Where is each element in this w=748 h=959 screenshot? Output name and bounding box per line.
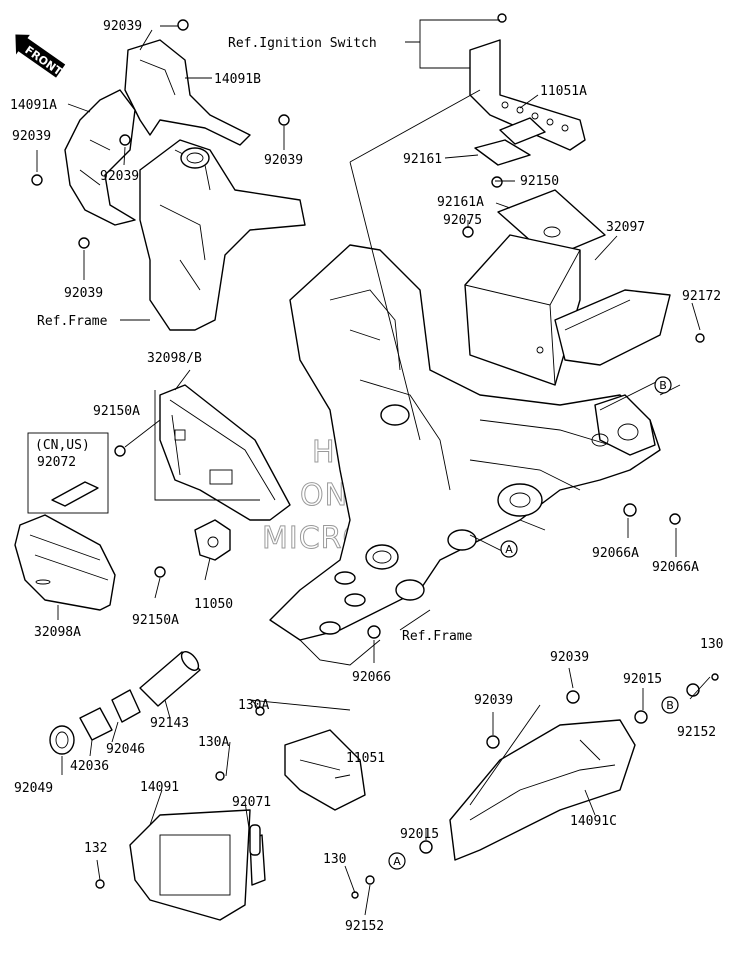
cn-us-box xyxy=(27,432,109,514)
label-14091C: 14091C xyxy=(570,814,617,829)
label-92039-top: 92039 xyxy=(103,19,142,34)
label-92143: 92143 xyxy=(150,716,189,731)
callout-A-2: A xyxy=(388,852,406,870)
callout-A-1: A xyxy=(500,540,518,558)
callout-B-2: B xyxy=(661,696,679,714)
label-92015-bottom: 92015 xyxy=(400,827,439,842)
svg-text:A: A xyxy=(393,855,401,868)
label-14091: 14091 xyxy=(140,780,179,795)
label-130-bottom: 130 xyxy=(323,852,346,867)
svg-text:A: A xyxy=(505,543,513,556)
label-92072: 92072 xyxy=(37,455,76,470)
label-92039-mid: 92039 xyxy=(100,169,139,184)
label-14091A: 14091A xyxy=(10,98,57,113)
seal-92049 xyxy=(49,725,75,755)
label-92172: 92172 xyxy=(682,289,721,304)
label-92039-left: 92039 xyxy=(12,129,51,144)
part-11050 xyxy=(194,519,231,561)
callout-B-1: B xyxy=(654,376,672,394)
label-92049: 92049 xyxy=(14,781,53,796)
label-11050: 11050 xyxy=(194,597,233,612)
leader-lines xyxy=(36,19,711,916)
cover-14091A xyxy=(64,89,136,226)
label-92039-r1: 92039 xyxy=(550,650,589,665)
label-cn-us: (CN,US) xyxy=(35,438,90,453)
label-130A-left: 130A xyxy=(198,735,229,750)
label-42036: 42036 xyxy=(70,759,109,774)
pipe-92143 xyxy=(139,651,201,707)
cover-14091 xyxy=(129,809,251,921)
label-92066: 92066 xyxy=(352,670,391,685)
label-92066A-left: 92066A xyxy=(592,546,639,561)
label-32098A: 32098A xyxy=(34,625,81,640)
label-14091B: 14091B xyxy=(214,72,261,87)
ref-ignition-switch: Ref.Ignition Switch xyxy=(228,36,377,51)
label-132: 132 xyxy=(84,841,107,856)
label-32097: 32097 xyxy=(606,220,645,235)
bracket-11051 xyxy=(284,729,366,811)
label-11051A: 11051A xyxy=(540,84,587,99)
pad-92161 xyxy=(474,139,531,166)
spacer-42036 xyxy=(79,707,113,741)
svg-text:B: B xyxy=(659,379,667,392)
label-92046: 92046 xyxy=(106,742,145,757)
label-92039-bottom: 92039 xyxy=(64,286,103,301)
label-92150: 92150 xyxy=(520,174,559,189)
label-92150A-bottom: 92150A xyxy=(132,613,179,628)
battery-box-32097 xyxy=(464,234,671,386)
label-32098B: 32098/B xyxy=(147,351,202,366)
bracket-11051A xyxy=(469,39,586,151)
label-92161A: 92161A xyxy=(437,195,484,210)
bushing-92046 xyxy=(111,689,141,723)
label-92152-bottom: 92152 xyxy=(345,919,384,934)
label-92015-top: 92015 xyxy=(623,672,662,687)
label-130-right: 130 xyxy=(700,637,723,652)
label-11051: 11051 xyxy=(346,751,385,766)
ref-frame-lower: Ref.Frame xyxy=(402,629,473,644)
label-130A-top: 130A xyxy=(238,698,269,713)
label-92152-right: 92152 xyxy=(677,725,716,740)
cover-14091B xyxy=(124,39,251,146)
svg-text:B: B xyxy=(666,699,674,712)
ref-frame-upper: Ref.Frame xyxy=(37,314,108,329)
upper-frame-detail xyxy=(139,139,306,331)
side-cover-32098B xyxy=(159,384,291,521)
label-92075: 92075 xyxy=(443,213,482,228)
cover-32098A xyxy=(14,514,116,611)
label-92039-r2: 92039 xyxy=(474,693,513,708)
cover-14091C xyxy=(449,719,636,861)
label-92161: 92161 xyxy=(403,152,442,167)
label-92071: 92071 xyxy=(232,795,271,810)
front-arrow-icon: FRONT xyxy=(15,34,66,79)
label-92066A-right: 92066A xyxy=(652,560,699,575)
fasteners xyxy=(31,13,719,899)
label-92039-right: 92039 xyxy=(264,153,303,168)
main-frame xyxy=(269,244,661,666)
label-92150A-top: 92150A xyxy=(93,404,140,419)
